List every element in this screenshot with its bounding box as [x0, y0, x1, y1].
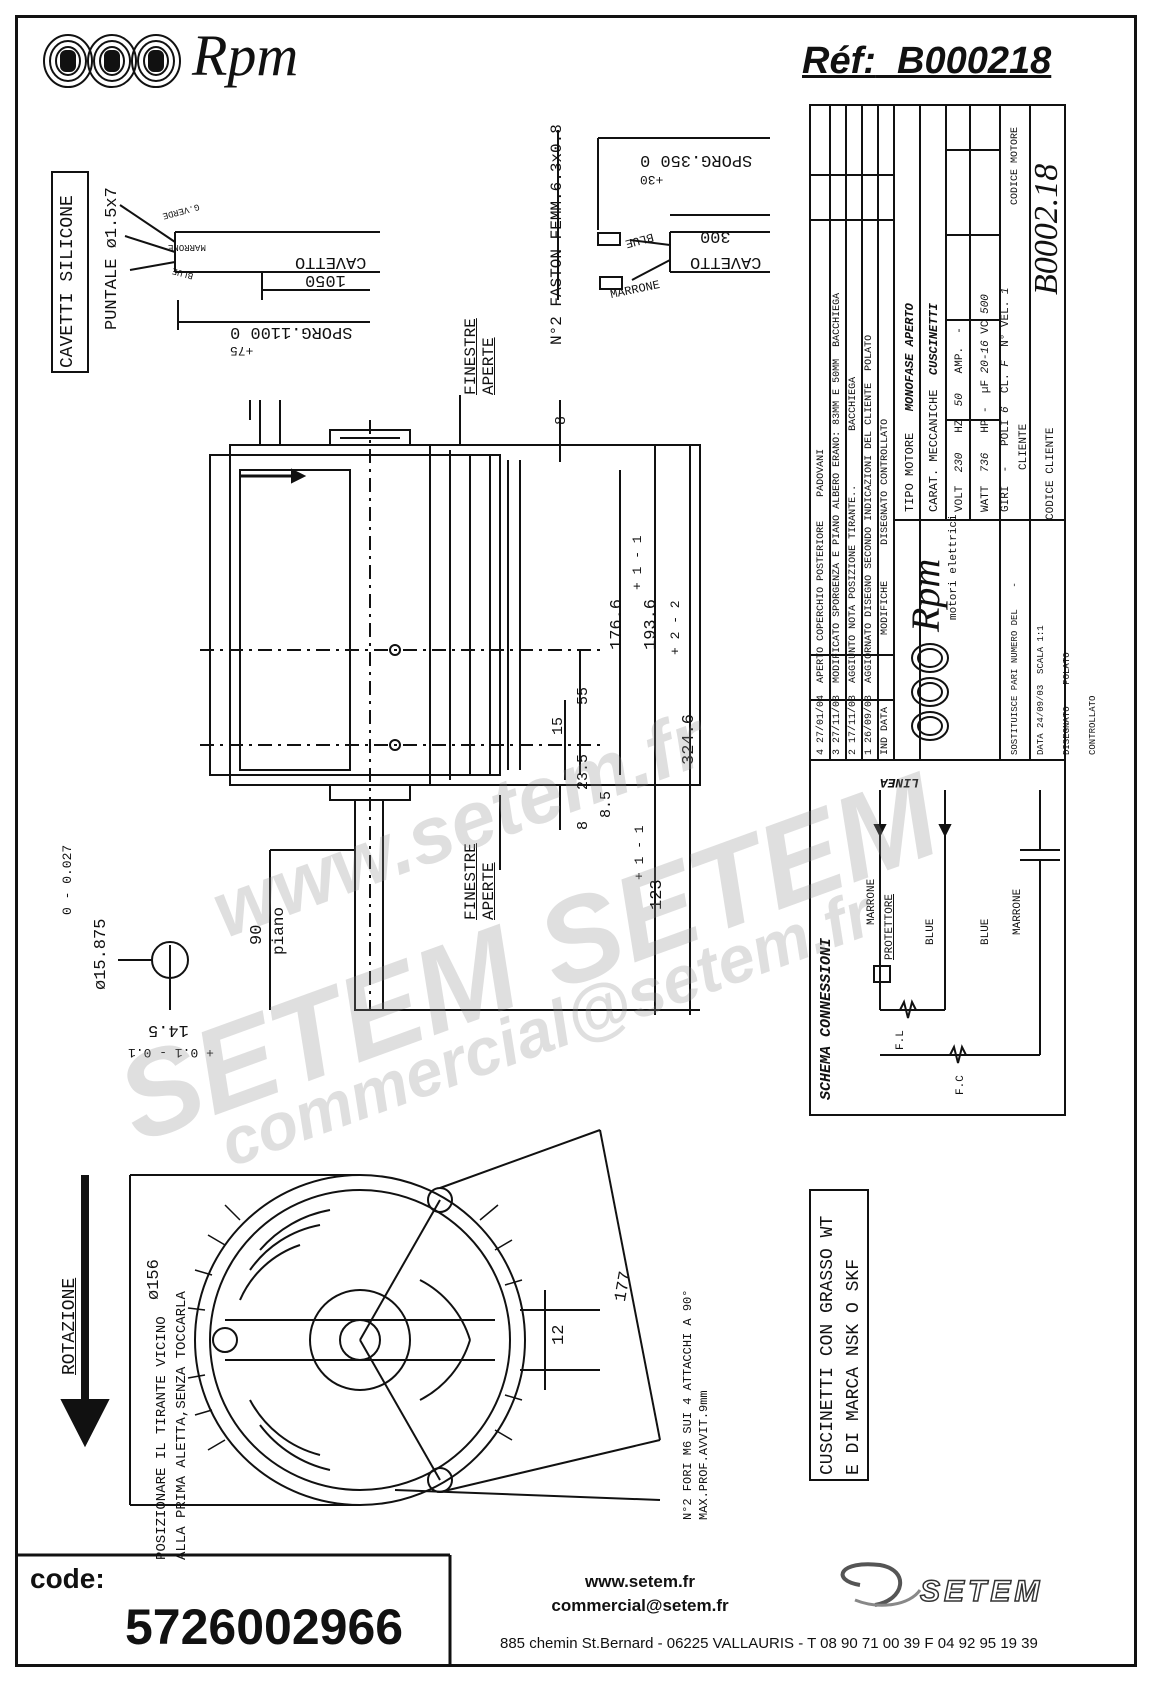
drawing-meta: SOSTITUISCE PARI NUMERO DEL - DATA 24/09…: [1010, 582, 1098, 755]
schema-fc: F.C: [955, 1075, 967, 1095]
footer-web[interactable]: www.setem.fr: [585, 1572, 695, 1591]
revision-table: 4 27/01/04 APERTO COPERCHIO POSTERIORE P…: [814, 293, 894, 755]
schema-protettore: PROTETTORE: [884, 893, 896, 960]
cable-title: CAVETTI SILICONE: [58, 195, 78, 368]
cable-left-len: 1050: [305, 270, 346, 289]
dim-8-top: 8: [553, 415, 570, 425]
footer-code-label: code:: [30, 1563, 105, 1594]
cable-right-tol: +30: [640, 172, 664, 187]
tie-rod-note: POSIZIONARE IL TIRANTE VICINO ALLA PRIMA…: [154, 1291, 190, 1560]
cable-title-box: [51, 171, 89, 373]
cable-left-sporg: SPORG.1100 0: [230, 322, 353, 341]
footer-address: 885 chemin St.Bernard - 06225 VALLAURIS …: [500, 1635, 1038, 1652]
reference-label: Réf: B000218: [802, 40, 1051, 83]
dim-shaft-dia: ø15.875: [92, 918, 111, 990]
faston-title: N°2 FASTON FEMM.6.3x0.8: [548, 124, 566, 345]
rotazione-label: ROTAZIONE: [60, 1277, 80, 1375]
holes-note: N°2 FORI M6 SUI 4 ATTACCHI A 90° MAX.PRO…: [681, 1289, 711, 1520]
footer-email[interactable]: commercial@setem.fr: [551, 1596, 729, 1615]
cable-left-tol: +75: [230, 343, 254, 358]
dim-15: 15: [550, 716, 567, 735]
motor-type-block: TIPO MOTORE MONOFASE APERTO CARAT. MECCA…: [903, 303, 941, 512]
revision-row: 2 17/11/03 AGGIUNTO NOTA POSIZIONE TIRAN…: [848, 376, 859, 755]
setem-swoosh-logo: [840, 1562, 922, 1607]
revision-row: 4 27/01/04 APERTO COPERCHIO POSTERIORE P…: [816, 448, 827, 755]
schema-blue-1: BLUE: [925, 918, 937, 945]
dim-55: 55: [575, 686, 592, 705]
cable-left-label: CAVETTO: [295, 252, 367, 271]
revision-header: IND DATA MODIFICHE DISEGNATO CONTROLLATO: [880, 418, 891, 755]
wire-left-2: MARRONE: [168, 242, 206, 252]
footer-setem-logo: SETEM: [919, 1574, 1044, 1609]
footer-contact: www.setem.fr commercial@setem.fr: [540, 1570, 740, 1618]
codice-motore: B0002.18: [1028, 163, 1065, 295]
bearing-note: CUSCINETTI CON GRASSO WT E DI MARCA NSK …: [818, 1215, 864, 1475]
cable-right-sporg: SPORG.350 0: [640, 150, 753, 169]
dim-324-6-tol: + 2 - 2: [668, 600, 683, 655]
electrical-data: VOLT 230 HZ 50 AMP. - WATT 736 HP - µF 2…: [954, 294, 992, 512]
rpm-coil-logo: [43, 34, 181, 88]
schema-blue-2: BLUE: [980, 918, 992, 945]
cable-terminal: PUNTALE ø1.5x7: [103, 187, 122, 330]
codice-motore-label: CODICE MOTORE: [1010, 126, 1021, 205]
dim-193-6: 193.6: [642, 598, 661, 650]
cable-right-len: 300: [700, 226, 731, 245]
dim-193-6-tol: + 1 - 1: [630, 535, 645, 590]
footer-code-value: 5726002966: [125, 1599, 404, 1655]
cable-right-label: CAVETTO: [690, 252, 762, 271]
rpm-title-sub: motori elettrici: [948, 514, 960, 620]
cliente-label: CLIENTE: [1018, 423, 1030, 470]
ref-value: B000218: [897, 40, 1052, 82]
dim-176-6: 176.6: [608, 598, 627, 650]
revision-row: 1 26/09/03 AGGIORNATO DISEGNO SECONDO IN…: [864, 334, 875, 755]
brand-name: Rpm: [192, 23, 299, 88]
drawing-sheet: [15, 15, 1137, 1667]
dim-shaft-tol: 0 - 0.027: [60, 844, 75, 915]
poles-data: GIRI - POLI 6 CL. F N° VEL. 1: [1000, 287, 1012, 512]
rpm-title-brand: Rpm: [903, 558, 948, 632]
revision-row: 3 27/11/03 MODIFICATO SPORGENZA E PIANO …: [832, 292, 843, 755]
schema-marrone-2: MARRONE: [1012, 888, 1024, 935]
schema-fl: F.L: [895, 1030, 907, 1050]
dim-12: 12: [550, 1324, 569, 1345]
ref-label: Réf:: [802, 40, 876, 82]
rpm-small-coil-logo: [911, 643, 949, 741]
codice-cliente-label: CODICE CLIENTE: [1045, 427, 1057, 520]
